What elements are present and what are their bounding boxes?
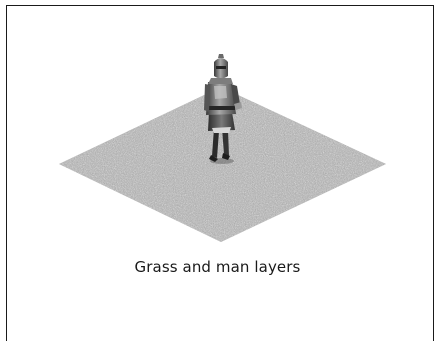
figure-caption: Grass and man layers	[0, 258, 435, 276]
